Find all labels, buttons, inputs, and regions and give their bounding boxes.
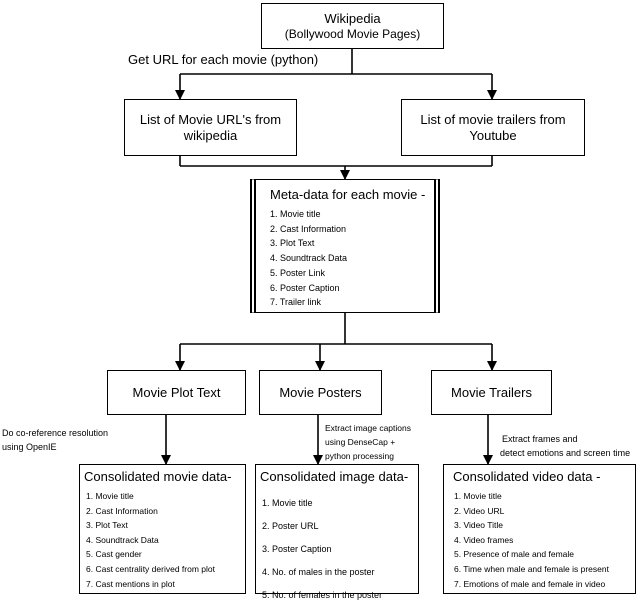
metadata-box: Meta-data for each movie - 1. Movie titl… <box>250 179 440 313</box>
movie-url-list-line1: List of Movie URL's from <box>139 111 282 127</box>
metadata-item: 4. Soundtrack Data <box>270 253 348 264</box>
trailer-list-box: List of movie trailers from Youtube <box>401 99 585 156</box>
image-data-item: 5. No. of females in the poster <box>262 590 383 600</box>
metadata-item: 3. Plot Text <box>270 238 315 249</box>
consolidated-image-data-title: Consolidated image data- <box>260 469 409 484</box>
consolidated-image-data-list: 1. Movie title 2. Poster URL 3. Poster C… <box>262 492 382 607</box>
consolidated-movie-data-list: 1. Movie title 2. Cast Information 3. Pl… <box>86 489 215 591</box>
frames-line1: Extract frames and <box>502 434 578 444</box>
frames-label: Extract frames and detect emotions and s… <box>500 432 631 460</box>
metadata-title: Meta-data for each movie - <box>270 187 426 202</box>
trailer-list-line2: Youtube <box>469 127 517 143</box>
movie-data-item: 5. Cast gender <box>86 549 142 560</box>
captions-label: Extract image captions using DenseCap + … <box>325 421 411 463</box>
movie-data-item: 1. Movie title <box>86 491 134 501</box>
coref-label: Do co-reference resolution using OpenIE <box>2 426 108 454</box>
image-data-item: 1. Movie title <box>262 498 313 508</box>
movie-data-item: 2. Cast Information <box>86 505 158 516</box>
metadata-list: 1. Movie title 2. Cast Information 3. Pl… <box>270 207 347 310</box>
video-data-item: 7. Emotions of male and female in video <box>454 578 606 589</box>
movie-trailers-label: Movie Trailers <box>451 384 532 400</box>
trailer-list-line1: List of movie trailers from <box>420 111 566 127</box>
metadata-item: 6. Poster Caption <box>270 282 340 293</box>
video-data-item: 4. Video frames <box>454 534 514 545</box>
movie-data-item: 4. Soundtrack Data <box>86 534 159 545</box>
image-data-item: 3. Poster Caption <box>262 544 332 554</box>
video-data-item: 5. Presence of male and female <box>454 549 575 560</box>
wikipedia-subtitle: (Bollywood Movie Pages) <box>284 26 421 41</box>
image-data-item: 2. Poster URL <box>262 521 319 531</box>
video-data-item: 1. Movie title <box>454 491 502 501</box>
captions-line1: Extract image captions <box>325 423 411 433</box>
video-data-item: 3. Video Title <box>454 520 503 531</box>
metadata-item: 1. Movie title <box>270 209 321 219</box>
movie-data-item: 3. Plot Text <box>86 520 128 531</box>
image-data-item: 4. No. of males in the poster <box>262 567 375 577</box>
frames-line2: detect emotions and screen time <box>500 448 631 458</box>
movie-posters-label: Movie Posters <box>279 384 362 400</box>
captions-line3: python processing <box>325 451 394 461</box>
movie-trailers-box: Movie Trailers <box>431 370 552 415</box>
consolidated-movie-data-box: Consolidated movie data- 1. Movie title … <box>79 464 246 594</box>
metadata-item: 2. Cast Information <box>270 223 347 234</box>
wikipedia-title: Wikipedia <box>324 10 381 26</box>
coref-line1: Do co-reference resolution <box>2 428 109 438</box>
metadata-item: 5. Poster Link <box>270 267 326 278</box>
movie-posters-box: Movie Posters <box>259 370 382 415</box>
movie-data-item: 6. Cast centrality derived from plot <box>86 563 215 574</box>
wikipedia-box: Wikipedia (Bollywood Movie Pages) <box>261 3 444 49</box>
movie-url-list-box: List of Movie URL's from wikipedia <box>124 99 297 156</box>
metadata-item: 7. Trailer link <box>270 297 322 308</box>
get-url-label: Get URL for each movie (python) <box>128 52 319 67</box>
video-data-item: 6. Time when male and female is present <box>454 563 609 574</box>
consolidated-image-data-box: Consolidated image data- 1. Movie title … <box>255 464 419 600</box>
captions-line2: using DenseCap + <box>325 437 396 447</box>
coref-line2: using OpenIE <box>2 442 57 452</box>
consolidated-video-data-title: Consolidated video data - <box>453 469 601 484</box>
movie-plot-text-label: Movie Plot Text <box>132 384 221 400</box>
consolidated-video-data-box: Consolidated video data - 1. Movie title… <box>443 464 636 594</box>
consolidated-movie-data-title: Consolidated movie data- <box>84 469 232 484</box>
movie-url-list-line2: wikipedia <box>183 127 238 143</box>
movie-plot-text-box: Movie Plot Text <box>107 370 246 415</box>
consolidated-video-data-list: 1. Movie title 2. Video URL 3. Video Tit… <box>454 489 609 591</box>
movie-data-item: 7. Cast mentions in plot <box>86 578 175 589</box>
video-data-item: 2. Video URL <box>454 505 505 516</box>
